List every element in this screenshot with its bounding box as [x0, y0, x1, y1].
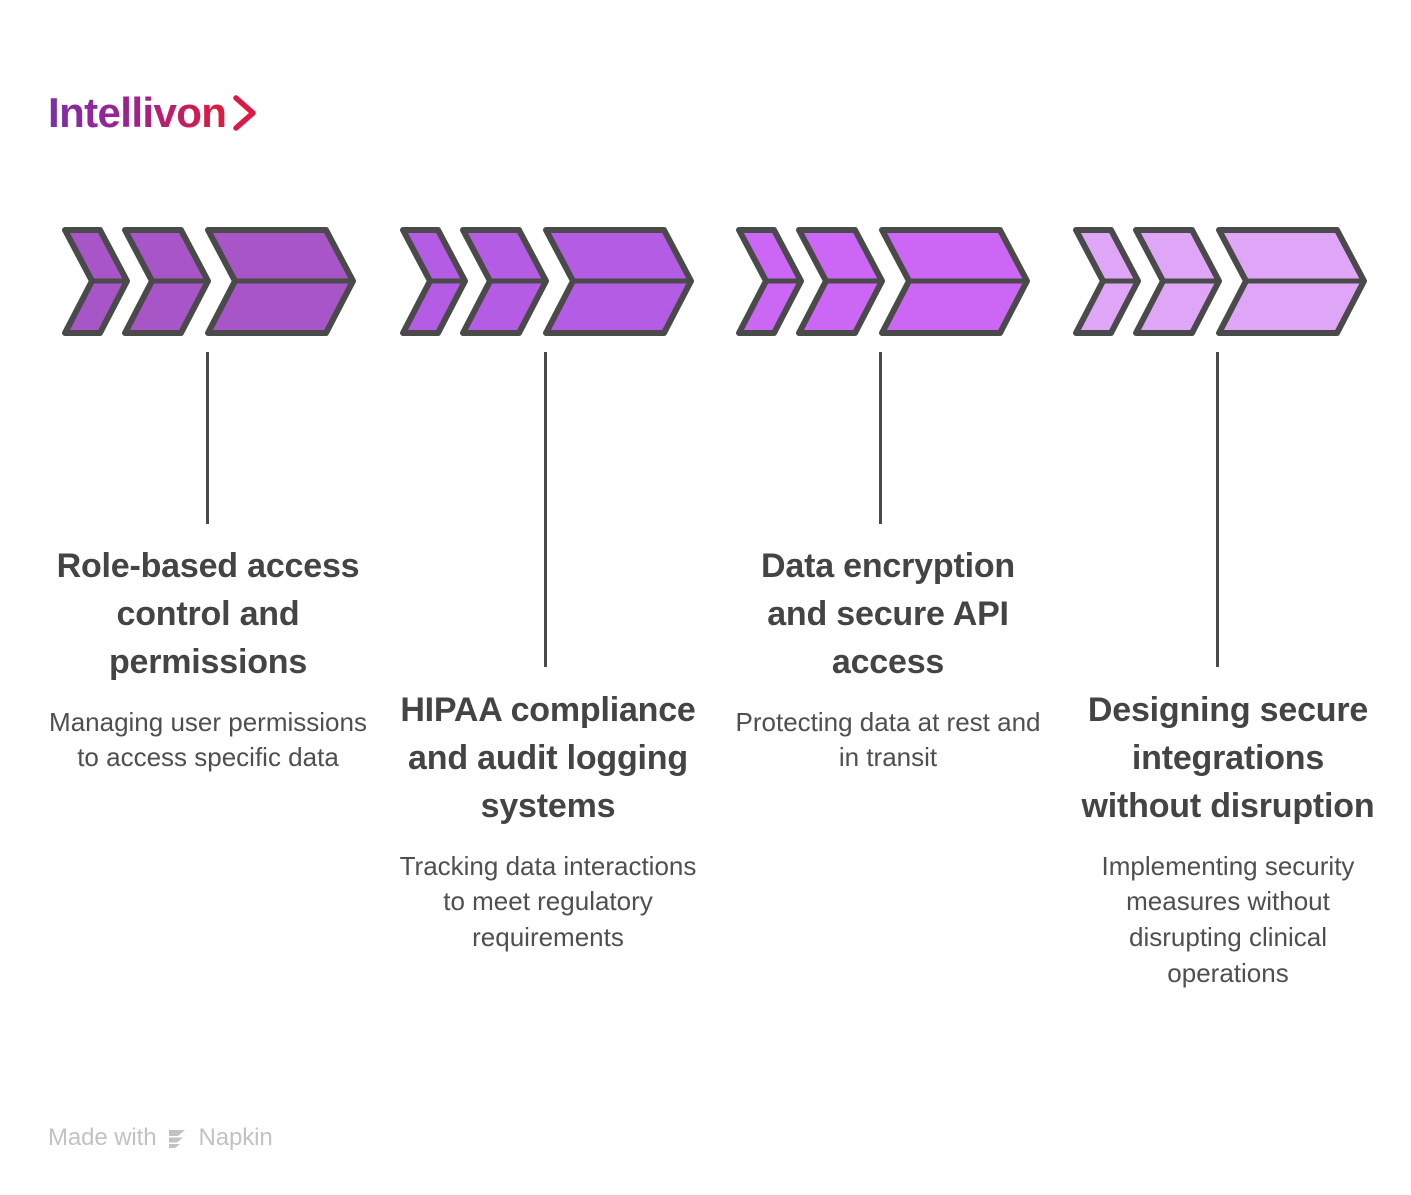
stage-4-chevron-group — [1058, 222, 1398, 344]
stage-4-connector — [1216, 352, 1219, 667]
footer-made-with-label: Made with — [48, 1124, 157, 1151]
stage-1: Role-based access control and permission… — [38, 0, 378, 1195]
brand-logo: Intellivon — [48, 92, 258, 134]
stage-2-connector — [544, 352, 547, 667]
stage-4-description: Implementing security measures without d… — [1101, 850, 1355, 988]
stage-2-title: HIPAA compliance and audit logging syste… — [400, 691, 696, 825]
napkin-logo-icon — [169, 1130, 186, 1148]
brand-name: Intellivon — [48, 89, 227, 136]
stage-2-text: HIPAA compliance and audit logging syste… — [388, 687, 708, 956]
stage-1-connector — [206, 352, 209, 524]
stage-4-text: Designing secure integrations without di… — [1068, 687, 1388, 991]
made-with-napkin-footer: Made with Napkin — [48, 1124, 273, 1152]
stage-1-description: Managing user permissions to access spec… — [49, 706, 367, 773]
stage-3-text: Data encryption and secure API access Pr… — [728, 543, 1048, 776]
stage-3-description: Protecting data at rest and in transit — [735, 706, 1041, 773]
stage-3-title: Data encryption and secure API access — [761, 547, 1015, 681]
stage-2-chevron-group — [378, 222, 718, 344]
stage-1-chevron-group — [38, 222, 378, 344]
stage-4: Designing secure integrations without di… — [1058, 0, 1398, 1195]
chevron-right-icon — [233, 95, 257, 131]
footer-product-name: Napkin — [198, 1124, 273, 1151]
stage-3: Data encryption and secure API access Pr… — [718, 0, 1058, 1195]
stage-1-title: Role-based access control and permission… — [56, 547, 360, 681]
stage-4-title: Designing secure integrations without di… — [1081, 691, 1375, 825]
stage-3-chevron-group — [718, 222, 1058, 344]
stage-2: HIPAA compliance and audit logging syste… — [378, 0, 718, 1195]
stage-3-connector — [879, 352, 882, 524]
stage-2-description: Tracking data interactions to meet regul… — [399, 850, 697, 953]
stage-1-text: Role-based access control and permission… — [48, 543, 368, 776]
